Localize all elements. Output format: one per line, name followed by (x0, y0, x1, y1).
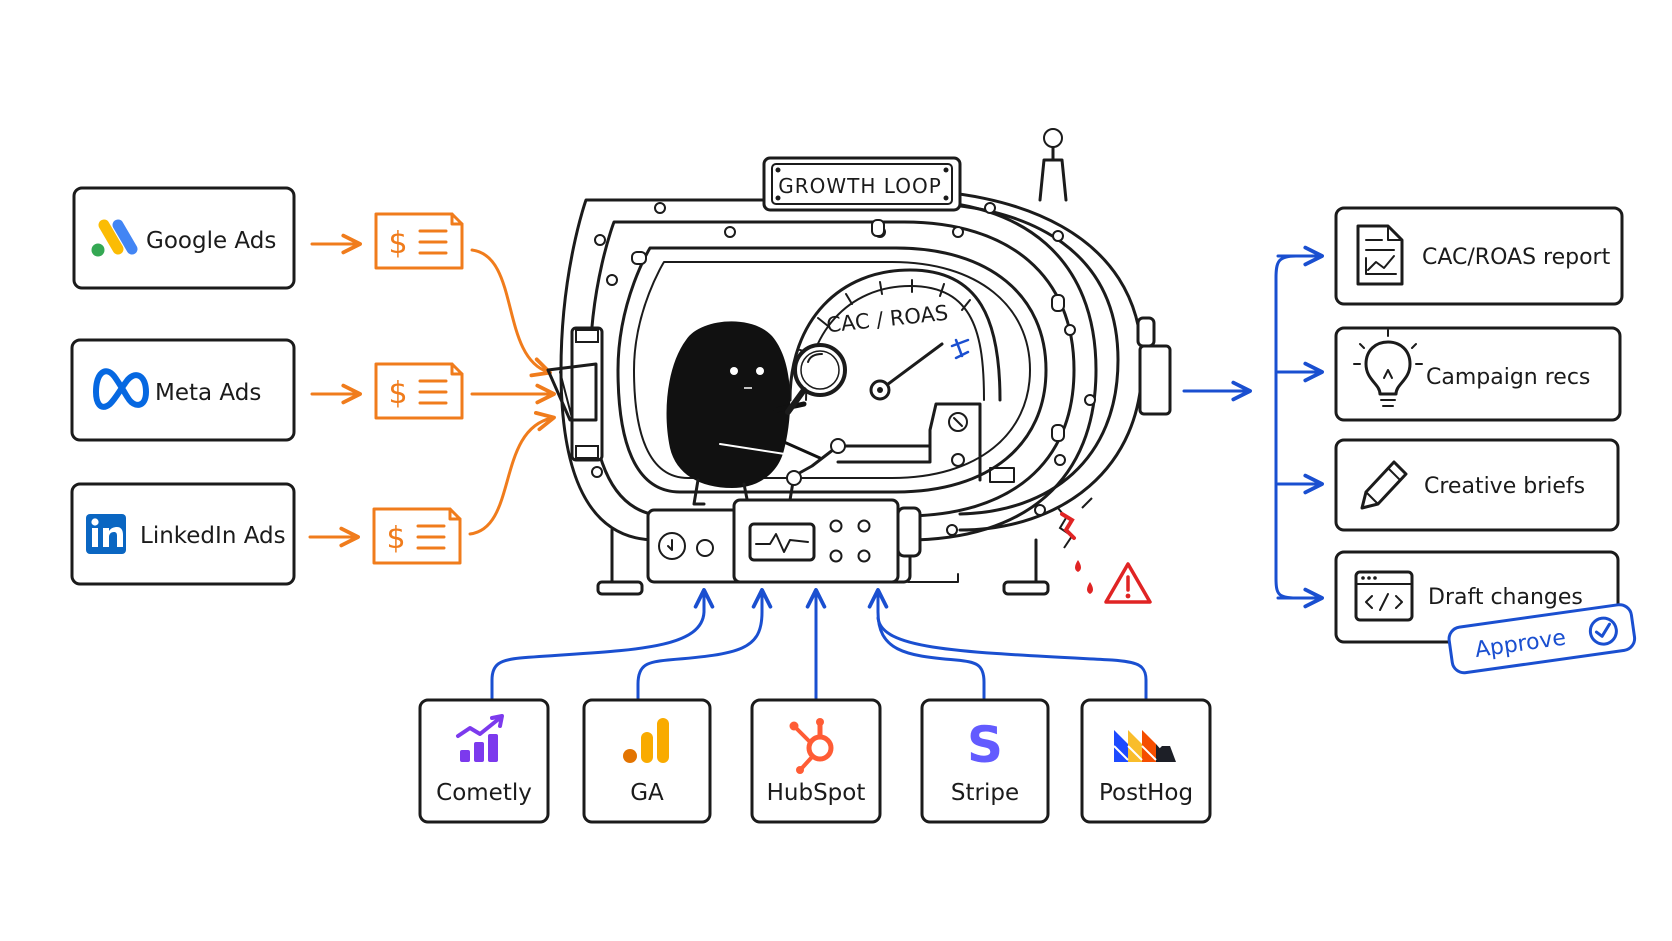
pencil-icon (1360, 460, 1408, 510)
meta-icon (93, 368, 149, 410)
arrow-invoice-to-machine (470, 248, 552, 378)
arrow-invoice-to-machine (468, 411, 556, 536)
growth-loop-machine: GROWTH LOOP CAC / ROAS (546, 128, 1172, 596)
arrow-cometly-to-machine (490, 588, 715, 700)
output-label: Campaign recs (1426, 365, 1590, 390)
cometly-icon (456, 714, 504, 762)
source-label: LinkedIn Ads (140, 523, 286, 549)
svg-text:S: S (967, 716, 1003, 774)
creature-mascot (666, 321, 825, 506)
magnifier-icon (785, 343, 847, 415)
lightbulb-icon (1353, 329, 1423, 407)
invoice-icon: $ (374, 362, 464, 420)
output-bracket (1274, 254, 1298, 600)
invoice-icon: $ (374, 212, 464, 270)
tool-posthog: PostHog (1080, 698, 1212, 824)
report-icon (1356, 224, 1404, 286)
tool-label: GA (630, 780, 664, 806)
machine-sign: GROWTH LOOP (778, 174, 942, 198)
source-label: Google Ads (146, 228, 276, 254)
output-creative-briefs: Creative briefs (1334, 438, 1620, 532)
arrow-posthog-to-machine (876, 616, 1148, 700)
tool-label: Cometly (436, 780, 532, 806)
svg-text:$: $ (388, 376, 407, 411)
tool-ga: GA (582, 698, 712, 824)
source-meta-ads: Meta Ads (70, 338, 296, 442)
code-window-icon (1354, 570, 1414, 622)
source-linkedin-ads: LinkedIn Ads (70, 482, 296, 586)
tool-stripe: S Stripe (920, 698, 1050, 824)
source-label: Meta Ads (155, 380, 261, 406)
gauge-label: CAC / ROAS (825, 301, 949, 338)
output-cac-roas-report: CAC/ROAS report (1334, 206, 1624, 306)
source-google-ads: Google Ads (72, 186, 296, 290)
tool-label: PostHog (1099, 780, 1193, 806)
hubspot-icon (789, 718, 834, 774)
tool-label: HubSpot (767, 780, 866, 806)
linkedin-icon (86, 514, 126, 554)
tool-hubspot: HubSpot (750, 698, 882, 824)
posthog-icon (1113, 730, 1176, 762)
check-circle-icon (1588, 616, 1618, 646)
output-label: Draft changes (1428, 585, 1583, 610)
crack-leak (1057, 497, 1093, 594)
output-label: CAC/ROAS report (1422, 245, 1611, 270)
svg-text:$: $ (386, 521, 405, 556)
output-campaign-recs: Campaign recs (1334, 326, 1622, 422)
invoice-icon: $ (372, 507, 462, 565)
google-ads-icon (91, 219, 138, 257)
google-analytics-icon (623, 718, 669, 763)
tool-label: Stripe (951, 780, 1019, 806)
arrow-ga-to-machine (636, 588, 773, 700)
stripe-icon: S (967, 716, 1003, 774)
tool-cometly: Cometly (418, 698, 550, 824)
arrow-stripe-to-machine (867, 588, 986, 700)
warning-icon (1104, 562, 1152, 604)
output-label: Creative briefs (1424, 474, 1585, 499)
svg-text:$: $ (388, 226, 407, 261)
approve-button[interactable]: Approve (1447, 603, 1637, 675)
